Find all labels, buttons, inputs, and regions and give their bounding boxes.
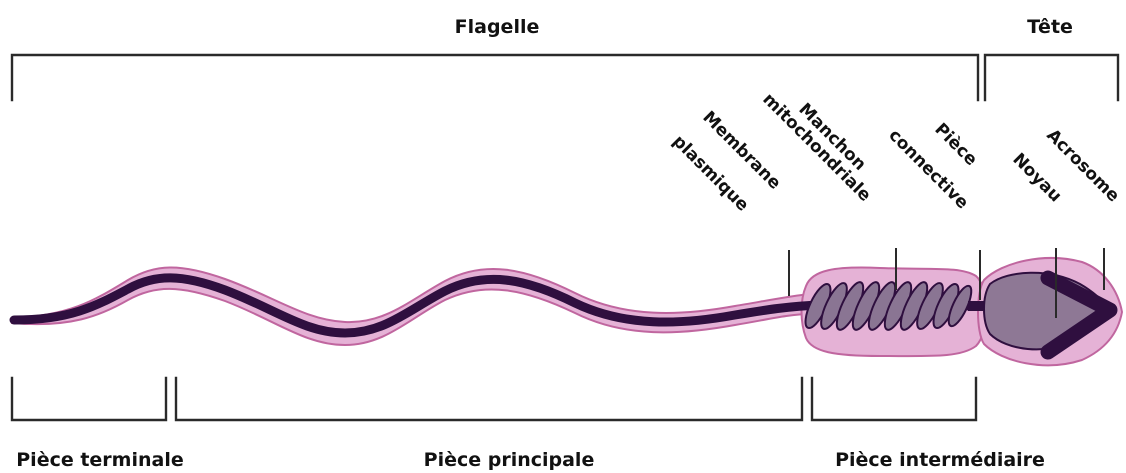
- connecting-piece: [968, 301, 988, 311]
- piece-principale-label: Pièce principale: [424, 449, 595, 471]
- mitochondria-coil: [947, 284, 973, 328]
- mitochondrial-sheath: [804, 281, 973, 331]
- piece-terminale-label: Pièce terminale: [16, 449, 183, 471]
- piece-principale-bracket: [174, 376, 804, 422]
- acrosome: [1040, 270, 1118, 360]
- piece-terminale-bracket: [10, 376, 168, 422]
- piece-intermediaire-bracket: [810, 376, 978, 422]
- flagelle-bracket: [10, 53, 980, 102]
- noyau-label: Noyau: [1008, 149, 1065, 206]
- axoneme: [9, 273, 990, 338]
- piece-connective-label-line1: Pièce: [930, 119, 981, 170]
- flagelle-label: Flagelle: [455, 16, 540, 38]
- tete-bracket: [983, 53, 1120, 102]
- tete-label: Tête: [1027, 16, 1073, 38]
- sperm-cell: [9, 257, 1124, 367]
- piece-intermediaire-label: Pièce intermédiaire: [835, 449, 1045, 471]
